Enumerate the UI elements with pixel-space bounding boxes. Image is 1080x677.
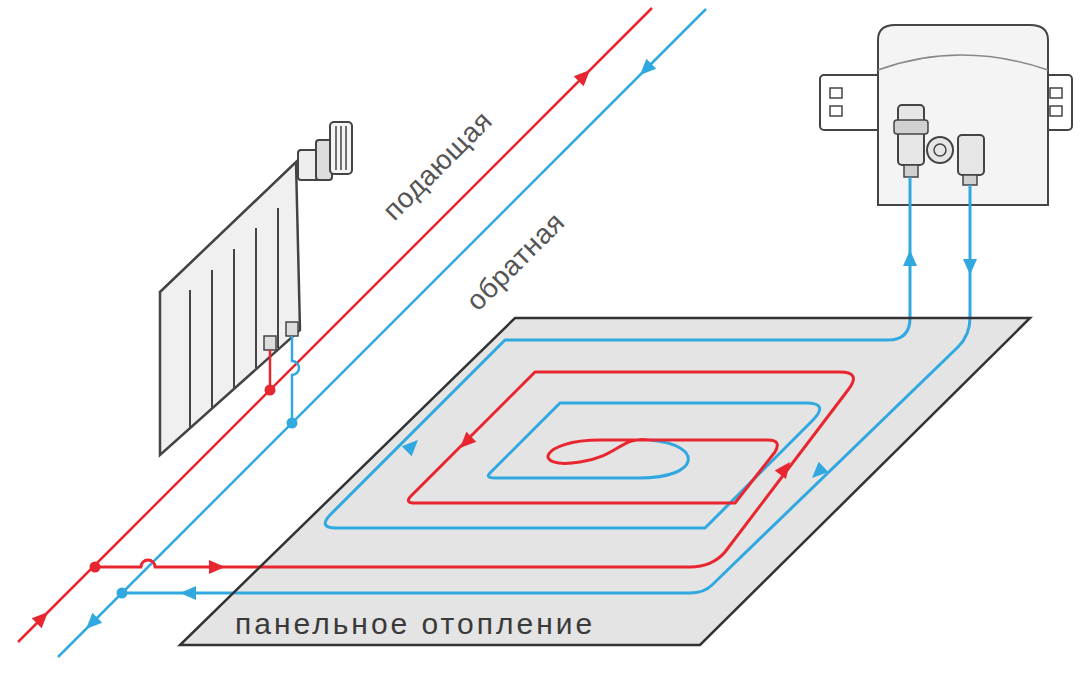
floor-panel: панельное отопление (180, 318, 1030, 645)
radiator-return (292, 336, 299, 423)
pipe-label: подающая (377, 105, 498, 226)
supply-pipe (18, 8, 652, 642)
floor-plate-fill (180, 318, 1030, 645)
flow-arrows (32, 59, 977, 634)
radiator (160, 162, 302, 455)
radiator-supply (269, 350, 272, 390)
return-pipe (58, 9, 706, 657)
mixing-unit (820, 25, 1072, 240)
thermostatic-valve (298, 122, 352, 180)
floor-return (122, 240, 970, 593)
floor-loop-blue (325, 240, 910, 528)
tee-dot (265, 385, 276, 396)
tee-dot (90, 562, 101, 573)
pipe-label: обратная (461, 207, 571, 317)
tee-dot (287, 418, 298, 429)
panel-caption: панельное отопление (235, 607, 595, 642)
floor-loop-red (95, 372, 853, 567)
panel-outline (180, 318, 1030, 645)
panel-border (180, 318, 1030, 645)
tee-dot (117, 588, 128, 599)
